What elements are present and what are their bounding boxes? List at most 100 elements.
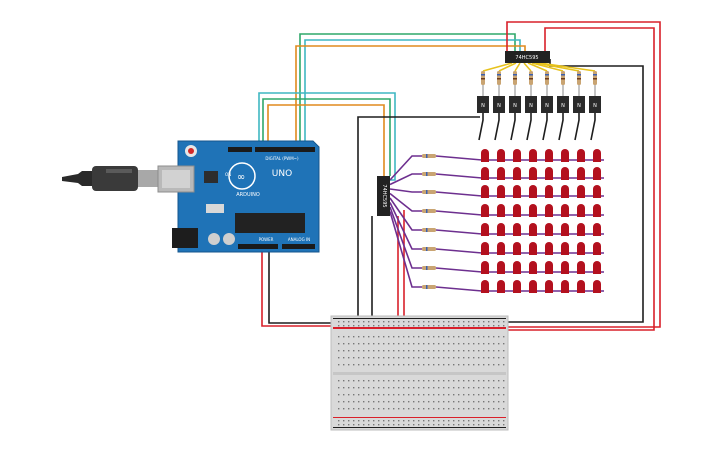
row-resistor-5: [422, 247, 436, 251]
led-r7-c7: [593, 280, 601, 293]
arduino-uno-board: ∞ UNO ARDUINO DIGITAL (PWM~) POWER ANALO…: [157, 140, 320, 253]
wire-green-mid: [262, 98, 391, 176]
row-resistor-2: [422, 190, 436, 194]
row-resistor-1: [422, 172, 436, 176]
wire-red-right-outer: [503, 27, 655, 331]
led-r3-c5: [561, 204, 569, 217]
transistor-label-0: N: [481, 103, 485, 109]
transistor-5: [557, 96, 569, 113]
led-r2-c2: [513, 185, 521, 198]
led-r2-c5: [561, 185, 569, 198]
wire-purple-in-7: [389, 211, 422, 288]
led-r1-c7: [593, 167, 601, 180]
wire-orange-mid: [267, 104, 385, 176]
wire-yellow-top-5: [531, 62, 564, 72]
wire-yellow-top-0: [482, 62, 513, 72]
transistor-7: [589, 96, 601, 113]
led-r7-c6: [577, 280, 585, 293]
led-r4-c1: [497, 223, 505, 236]
led-r0-c5: [561, 149, 569, 162]
transistor-6: [573, 96, 585, 113]
svg-text:∞: ∞: [237, 172, 245, 183]
led-r6-c4: [545, 261, 553, 274]
transistor-label-6: N: [577, 103, 581, 109]
arduino-model-label: UNO: [272, 169, 292, 179]
wire-purple-in-5: [389, 202, 422, 250]
led-r6-c5: [561, 261, 569, 274]
wire-yellow-top-3: [523, 62, 532, 72]
led-r1-c0: [481, 167, 489, 180]
wire-black-right: [500, 59, 644, 323]
breadboard: [330, 315, 509, 431]
led-r3-c7: [593, 204, 601, 217]
wire-transistor-to-col-2: [510, 113, 516, 141]
led-r4-c7: [593, 223, 601, 236]
wire-transistor-to-col-7: [590, 113, 596, 141]
wire-purple-in-1: [389, 173, 422, 186]
led-r3-c4: [545, 204, 553, 217]
led-r7-c3: [529, 280, 537, 293]
led-r4-c0: [481, 223, 489, 236]
wire-yellow-top-2: [514, 62, 521, 72]
transistor-label-7: N: [593, 103, 597, 109]
wire-transistor-to-col-6: [574, 113, 580, 141]
arduino-power-header-label: POWER: [259, 237, 274, 242]
mid-shift-register-label: 74HC595: [381, 184, 387, 207]
transistor-label-4: N: [545, 103, 549, 109]
led-r6-c2: [513, 261, 521, 274]
row-resistor-3: [422, 209, 436, 213]
led-r2-c4: [545, 185, 553, 198]
led-r1-c6: [577, 167, 585, 180]
transistor-4: [541, 96, 553, 113]
transistor-label-2: N: [513, 103, 517, 109]
led-r0-c2: [513, 149, 521, 162]
wire-purple-in-3: [389, 192, 422, 212]
top-shift-register-label: 74HC595: [515, 55, 538, 61]
led-r2-c6: [577, 185, 585, 198]
wire-yellow-top-4: [527, 62, 548, 72]
transistor-0: [477, 96, 489, 113]
wire-teal-top: [304, 39, 521, 143]
led-r4-c6: [577, 223, 585, 236]
row-resistor-6: [422, 266, 436, 270]
wire-transistor-to-col-5: [558, 113, 564, 141]
led-r0-c3: [529, 149, 537, 162]
led-r3-c0: [481, 204, 489, 217]
wire-yellow-top-1: [498, 62, 517, 72]
wire-purple-in-6: [389, 206, 422, 269]
arduino-brand-label: ARDUINO: [236, 192, 260, 198]
led-r1-c4: [545, 167, 553, 180]
wire-yellow-top-6: [535, 62, 580, 72]
led-r0-c6: [577, 149, 585, 162]
led-r7-c0: [481, 280, 489, 293]
led-r2-c0: [481, 185, 489, 198]
led-r7-c2: [513, 280, 521, 293]
row-resistor-7: [422, 285, 436, 289]
wire-transistor-to-col-1: [494, 113, 500, 141]
led-r6-c6: [577, 261, 585, 274]
led-r0-c7: [593, 149, 601, 162]
led-r3-c3: [529, 204, 537, 217]
row-resistor-4: [422, 228, 436, 232]
led-r4-c3: [529, 223, 537, 236]
wire-orange-top: [295, 45, 526, 143]
led-r4-c2: [513, 223, 521, 236]
wire-yellow-top-7: [539, 62, 596, 72]
wire-black-arduino-gnd: [268, 252, 340, 324]
led-r5-c0: [481, 242, 489, 255]
wire-red-right-inner: [506, 21, 661, 328]
led-r7-c1: [497, 280, 505, 293]
arduino-on-label: ON: [225, 172, 231, 177]
led-r5-c3: [529, 242, 537, 255]
led-r7-c4: [545, 280, 553, 293]
led-r6-c7: [593, 261, 601, 274]
led-r7-c5: [561, 280, 569, 293]
transistor-label-5: N: [561, 103, 565, 109]
transistor-2: [509, 96, 521, 113]
wire-green-top: [299, 33, 516, 143]
top-shift-register-chip: 74HC595: [505, 51, 550, 63]
led-r5-c5: [561, 242, 569, 255]
arduino-digital-header-label: DIGITAL (PWM~): [265, 156, 299, 161]
led-r4-c5: [561, 223, 569, 236]
led-r3-c2: [513, 204, 521, 217]
